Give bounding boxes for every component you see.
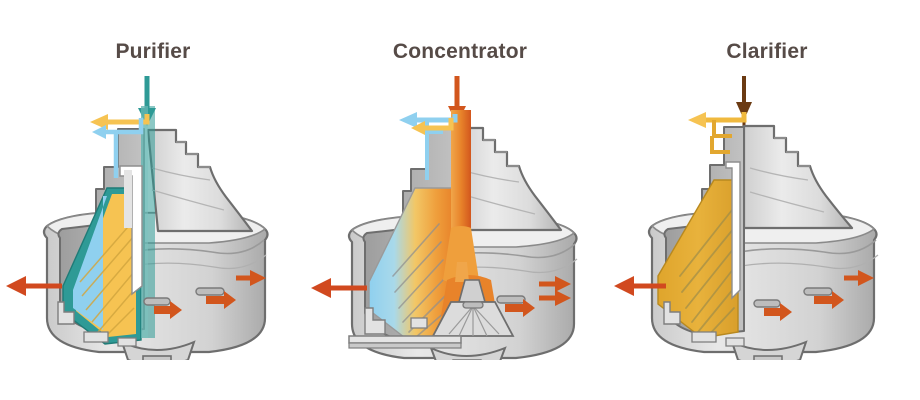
unit-title-purifier: Purifier <box>115 40 191 63</box>
distributor-cone <box>431 279 515 337</box>
bowl-bottom-hub <box>429 346 507 360</box>
liquid-discharge-arrow <box>614 276 666 296</box>
frame-base <box>348 307 462 349</box>
sludge-discharge-ports <box>462 276 571 317</box>
bowl-top-cone <box>742 124 854 230</box>
liquid-discharge-arrow <box>311 278 367 298</box>
sludge-discharge-ports <box>753 270 874 321</box>
clarifier-illustration <box>614 76 879 360</box>
unit-title-clarifier: Clarifier <box>726 40 808 63</box>
unit-clarifier: Clarifier <box>614 0 920 400</box>
bowl-top-cone <box>146 128 254 233</box>
oil-outlet-arrow <box>688 112 747 154</box>
bowl-bottom-hub <box>730 340 808 360</box>
unit-title-concentrator: Concentrator <box>392 40 528 63</box>
water-outlet-arrow <box>399 112 458 180</box>
water-outlet-arrow <box>92 118 144 178</box>
central-spindle <box>119 106 155 338</box>
unit-purifier: Purifier <box>0 0 306 400</box>
oil-outlet-arrow <box>411 118 454 135</box>
unit-concentrator: Concentrator <box>307 0 613 400</box>
frame-detail <box>57 301 137 347</box>
bowl-top-cone <box>455 126 563 232</box>
bowl-bottom-hub <box>120 340 196 360</box>
disc-stack <box>657 179 739 339</box>
frame-detail <box>663 301 745 347</box>
disc-stack <box>62 187 142 345</box>
liquid-discharge-arrow <box>6 276 62 296</box>
oil-outlet-arrow <box>90 114 150 130</box>
concentrator-illustration <box>311 76 578 360</box>
paring-disc <box>725 161 741 300</box>
sludge-discharge-ports <box>143 270 266 319</box>
purifier-illustration <box>6 76 269 360</box>
